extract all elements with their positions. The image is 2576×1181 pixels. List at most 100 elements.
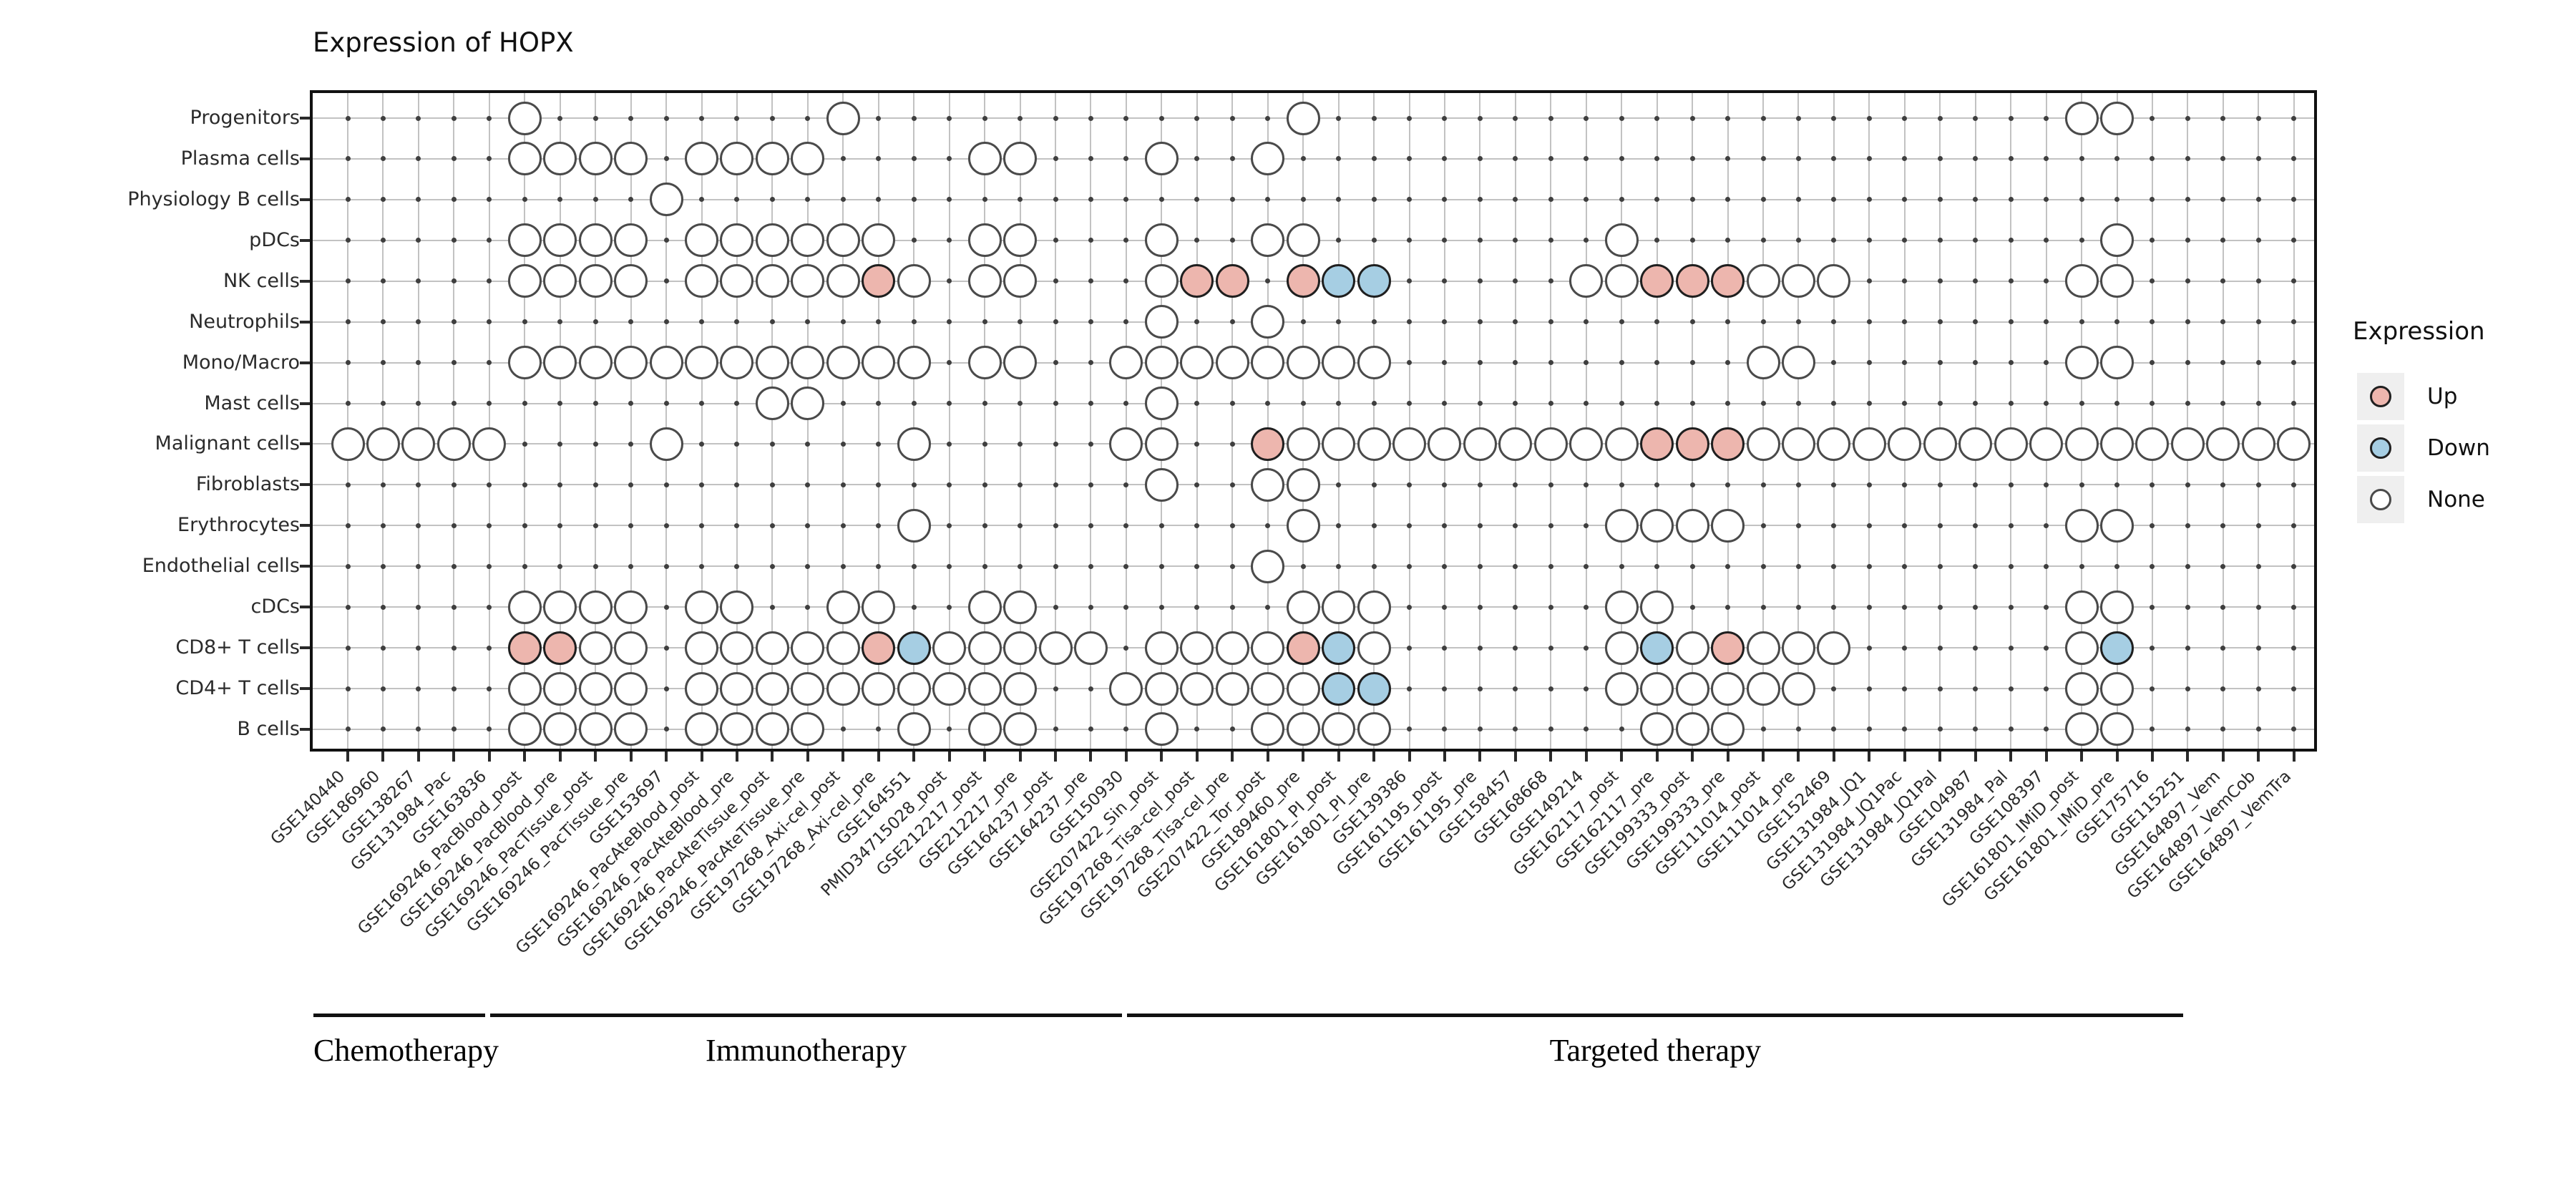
cell-dot (2079, 319, 2084, 325)
x-tick (381, 752, 385, 762)
v-gridline (913, 90, 915, 752)
expression-circle (614, 223, 648, 258)
expression-circle (755, 671, 789, 706)
cell-dot (1265, 604, 1271, 610)
cell-dot (1229, 115, 1235, 121)
cell-dot (840, 197, 846, 203)
cell-dot (1513, 645, 1518, 651)
cell-dot (1937, 523, 1943, 528)
expression-circle (1215, 346, 1249, 380)
expression-circle (826, 223, 860, 258)
v-gridline (2187, 90, 2189, 752)
v-gridline (1585, 90, 1587, 752)
expression-circle (1003, 223, 1038, 258)
expression-circle (1746, 346, 1780, 380)
cell-dot (2255, 482, 2261, 487)
row-label: Plasma cells (180, 147, 300, 170)
cell-dot (1229, 238, 1235, 243)
expression-circle (1357, 631, 1391, 665)
v-gridline (1373, 90, 1375, 752)
cell-dot (982, 115, 987, 121)
x-tick (2186, 752, 2190, 762)
v-gridline (984, 90, 986, 752)
cell-dot (734, 401, 740, 406)
v-gridline (1055, 90, 1056, 752)
expression-circle (967, 223, 1002, 258)
v-gridline (1833, 90, 1835, 752)
expression-circle (1322, 346, 1356, 380)
cell-dot (2150, 563, 2155, 569)
cell-dot (840, 523, 846, 528)
expression-circle (1286, 671, 1320, 706)
expression-circle (1109, 346, 1143, 380)
cell-dot (1584, 726, 1589, 732)
cell-dot (345, 523, 351, 528)
cell-dot (1018, 441, 1023, 447)
legend-item-label: Down (2427, 435, 2490, 461)
cell-dot (1760, 563, 1766, 569)
cell-dot (1548, 238, 1553, 243)
expression-circle (1888, 427, 1922, 461)
cell-dot (1619, 563, 1624, 569)
cell-dot (1866, 726, 1872, 732)
expression-circle (1463, 427, 1497, 461)
expression-circle (1322, 427, 1356, 461)
cell-dot (1584, 686, 1589, 691)
expression-circle (826, 671, 860, 706)
cell-dot (2185, 523, 2190, 528)
v-gridline (842, 90, 844, 752)
cell-dot (1018, 115, 1023, 121)
y-tick (300, 727, 310, 731)
expression-circle (543, 142, 577, 176)
expression-circle (1817, 264, 1851, 298)
cell-dot (2044, 604, 2049, 610)
cell-dot (416, 319, 421, 325)
cell-dot (1477, 319, 1483, 325)
x-tick (1938, 752, 1942, 762)
expression-circle (1180, 264, 1214, 298)
cell-dot (1053, 482, 1058, 487)
row-label: CD8+ T cells (175, 636, 300, 659)
cell-dot (522, 563, 527, 569)
cell-dot (1725, 197, 1731, 203)
cell-dot (1088, 115, 1093, 121)
expression-circle (862, 631, 896, 665)
y-tick (300, 606, 310, 609)
cell-dot (345, 726, 351, 732)
expression-circle (1251, 305, 1285, 339)
cell-dot (487, 523, 492, 528)
cell-dot (1513, 319, 1518, 325)
cell-dot (487, 604, 492, 610)
expression-circle (649, 183, 683, 217)
cell-dot (1229, 319, 1235, 325)
cell-dot (1902, 604, 1908, 610)
cell-dot (487, 156, 492, 162)
cell-dot (876, 563, 882, 569)
cell-dot (2044, 278, 2049, 284)
cell-dot (2220, 604, 2226, 610)
cell-dot (1265, 401, 1271, 406)
cell-dot (734, 319, 740, 325)
cell-dot (1123, 238, 1129, 243)
expression-circle (791, 631, 825, 665)
expression-circle (2100, 223, 2134, 258)
cell-dot (451, 115, 457, 121)
expression-circle (1003, 671, 1038, 706)
expression-circle (1109, 671, 1143, 706)
cell-dot (1442, 115, 1448, 121)
x-tick (2292, 752, 2296, 762)
cell-dot (1513, 482, 1518, 487)
cell-dot (380, 278, 386, 284)
cell-dot (1937, 686, 1943, 691)
expression-circle (1322, 264, 1356, 298)
expression-circle (1144, 467, 1179, 502)
cell-dot (2008, 523, 2014, 528)
cell-dot (982, 401, 987, 406)
expression-circle (578, 264, 613, 298)
cell-dot (1053, 197, 1058, 203)
cell-dot (2185, 726, 2190, 732)
expression-circle (1711, 264, 1745, 298)
cell-dot (380, 686, 386, 691)
x-tick (1974, 752, 1977, 762)
v-gridline (1337, 90, 1340, 752)
